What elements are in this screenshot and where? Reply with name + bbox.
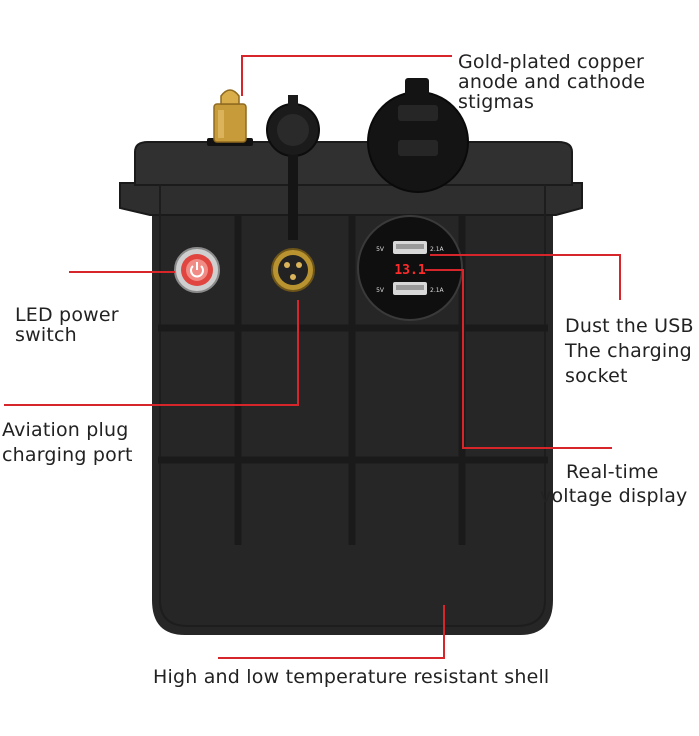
led-power-switch xyxy=(174,247,220,293)
label-led-power-switch: LED power switch xyxy=(15,304,119,346)
label-voltage-display: Real-time voltage display xyxy=(540,461,688,507)
label-gold-terminals: Gold-plated copper anode and cathode sti… xyxy=(458,51,646,113)
power-icon xyxy=(190,262,204,278)
usb-port-current-bottom: 2.1A xyxy=(430,287,445,294)
label-aviation-plug: Aviation plug charging port xyxy=(2,419,133,466)
leader-lines xyxy=(4,55,621,659)
aviation-plug-socket xyxy=(271,248,315,292)
usb-port-current-top: 2.1A xyxy=(430,246,445,253)
battery-body xyxy=(119,141,583,635)
usb-port-voltage-top: 5V xyxy=(376,246,385,253)
voltage-reading: 13.1 xyxy=(394,263,425,278)
aviation-plug-cap xyxy=(266,95,320,240)
usb-charging-panel: 5V 2.1A 5V 2.1A 13.1 xyxy=(357,215,463,321)
usb-socket-cap xyxy=(367,78,469,193)
usb-port-voltage-bottom: 5V xyxy=(376,287,385,294)
label-usb-charging-socket: Dust the USB The charging socket xyxy=(565,315,694,387)
gold-terminal xyxy=(207,89,253,146)
label-shell: High and low temperature resistant shell xyxy=(153,666,550,688)
